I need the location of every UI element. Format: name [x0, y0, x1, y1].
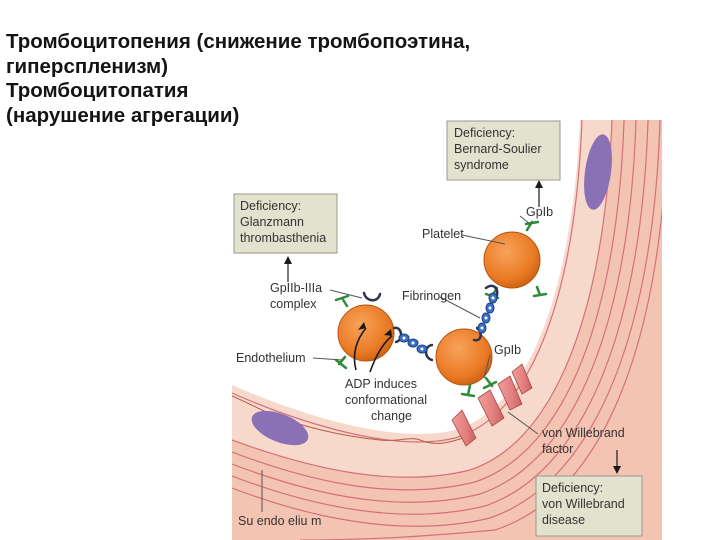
label-gpiib-complex-line-1: GpIIb-IIIa	[270, 281, 322, 295]
box-glanzmann-line-1: Deficiency:	[240, 199, 301, 213]
arrow-down-icon	[613, 466, 621, 474]
label-subendothelium: Su endo eliu m	[238, 514, 321, 528]
box-bernard-line-2: Bernard-Soulier	[454, 142, 542, 156]
box-glanzmann: Deficiency: Glanzmann thrombasthenia	[233, 193, 338, 254]
box-bernard-line-1: Deficiency:	[454, 126, 515, 140]
vessel-wall	[232, 120, 662, 540]
arrow-up-icon	[535, 180, 543, 188]
label-adp-line-3: change	[371, 409, 412, 423]
label-adp-line-2: conformational	[345, 393, 427, 407]
endothelium-layer	[232, 120, 612, 478]
vwf-factor-group	[451, 363, 533, 447]
platelet	[337, 304, 395, 362]
endothelial-nucleus	[251, 410, 309, 446]
arrowhead-icon	[358, 322, 366, 330]
box-arrows	[287, 186, 618, 468]
leader-lines	[261, 215, 539, 512]
subendothelium-fibers	[232, 120, 662, 540]
adp-arrows	[353, 327, 393, 373]
box-glanzmann-line-3: thrombasthenia	[240, 231, 326, 245]
heading-line-3: Тромбоцитопатия	[6, 79, 189, 102]
arrow-up-icon	[284, 256, 292, 264]
label-vwf-factor-line-1: von Willebrand	[542, 426, 625, 440]
box-vwf-line-2: von Willebrand	[542, 497, 625, 511]
box-bernard-soulier: Deficiency: Bernard-Soulier syndrome	[446, 120, 561, 181]
platelet	[435, 328, 493, 386]
label-adp-line-1: ADP induces	[345, 377, 417, 391]
vwf-factor	[497, 375, 523, 411]
fibrinogen-highlights	[402, 296, 495, 351]
heading-line-2: гиперспленизм)	[6, 54, 169, 78]
label-vwf-factor-line-2: factor	[542, 442, 573, 456]
heading: Тромбоцитопения (снижение тромбопоэтина,…	[6, 30, 706, 128]
box-von-willebrand: Deficiency: von Willebrand disease	[535, 475, 643, 537]
box-bernard-line-3: syndrome	[454, 158, 509, 172]
box-glanzmann-line-2: Glanzmann	[240, 215, 304, 229]
vwf-factor	[451, 409, 477, 447]
heading-line-4: (нарушение агрегации)	[6, 103, 240, 127]
platelet	[483, 231, 541, 289]
label-gpib-mid: GpIb	[494, 343, 521, 357]
box-vwf-line-3: disease	[542, 513, 585, 527]
label-endothelium: Endothelium	[236, 351, 306, 365]
label-gpib-top: GpIb	[526, 205, 553, 219]
gpiib-iiia-receptor	[392, 326, 403, 344]
gpiib-iiia-receptor	[424, 343, 434, 362]
vwf-factor	[511, 363, 533, 395]
heading-line-1: Тромбоцитопения (снижение тромбопоэтина,	[6, 30, 471, 53]
vwf-factor	[477, 389, 505, 427]
label-platelet: Platelet	[422, 227, 464, 241]
arrowhead-icon	[384, 329, 392, 336]
label-gpiib-complex-line-2: complex	[270, 297, 317, 311]
gpiib-iiia-receptor	[362, 291, 382, 302]
box-vwf-line-1: Deficiency:	[542, 481, 603, 495]
endothelial-nucleus-top	[584, 134, 612, 210]
label-fibrinogen: Fibrinogen	[402, 289, 461, 303]
